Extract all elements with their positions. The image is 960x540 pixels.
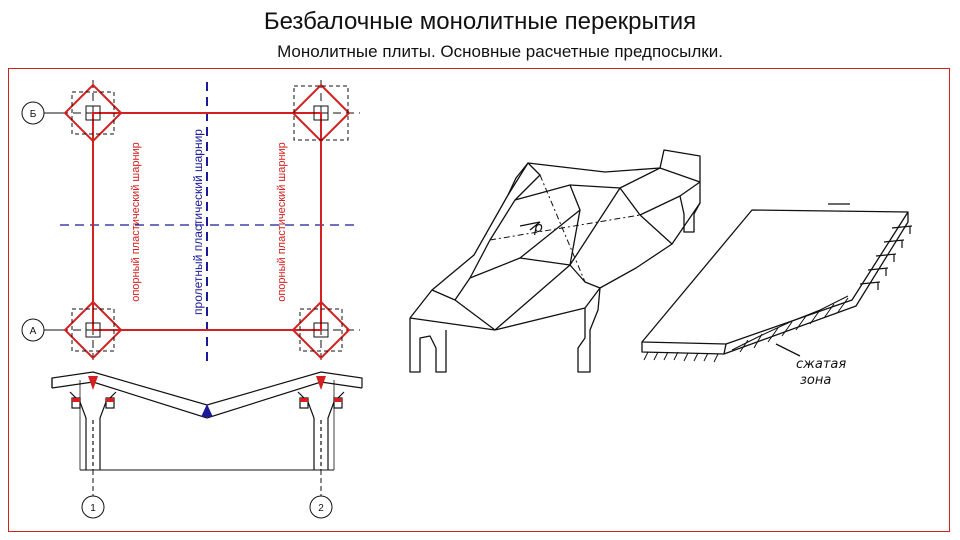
compressed-zone-label-line1: сжатая (796, 357, 846, 372)
plan-view: Б А 1 2 опорный пластический шарнир прол… (21, 80, 360, 519)
load-label-p: p (533, 220, 543, 236)
page-title: Безбалочные монолитные перекрытия (263, 8, 697, 35)
section-view (51, 371, 363, 471)
axis-label-b: Б (30, 109, 37, 120)
support-hinge-marker-left (88, 376, 98, 390)
slab-section-compressed-zone (641, 203, 913, 363)
column-capital-b2 (291, 83, 351, 143)
isometric-slab-mechanism (409, 149, 701, 373)
span-hinge-label: пролетный пластический шарнир (191, 129, 205, 315)
support-hinge-rectangle (92, 112, 322, 331)
column-capital-b1 (63, 83, 123, 143)
axis-label-2: 2 (318, 503, 324, 514)
compressed-zone-label-line2: зона (800, 373, 831, 388)
column-capital-a2 (291, 300, 351, 360)
support-hinge-marker-right (316, 376, 326, 390)
axis-label-1: 1 (90, 503, 96, 514)
column-capital-a1 (63, 300, 123, 360)
diagram-frame (8, 68, 950, 532)
axis-label-a: А (30, 326, 37, 337)
support-hinge-label-left: опорный пластический шарнир (130, 142, 142, 302)
support-hinge-label-right: опорный пластический шарнир (276, 142, 288, 302)
span-hinge-marker (201, 404, 213, 417)
page-subtitle: Монолитные плиты. Основные расчетные пре… (277, 42, 723, 61)
